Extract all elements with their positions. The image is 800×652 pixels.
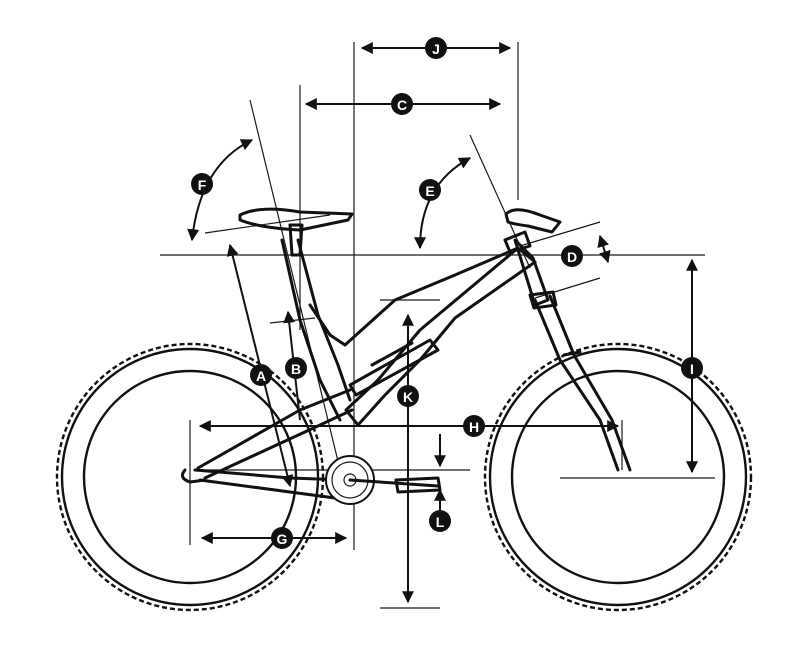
label-j: J bbox=[425, 37, 447, 59]
svg-text:B: B bbox=[291, 361, 301, 377]
drivetrain bbox=[325, 455, 442, 505]
svg-text:F: F bbox=[198, 177, 207, 193]
label-f: F bbox=[191, 173, 213, 195]
label-a: A bbox=[250, 364, 272, 386]
svg-text:G: G bbox=[277, 531, 288, 547]
rear-wheel bbox=[55, 342, 325, 612]
front-wheel bbox=[483, 342, 753, 612]
svg-text:A: A bbox=[256, 368, 266, 384]
svg-text:K: K bbox=[403, 389, 413, 405]
label-g: G bbox=[271, 527, 293, 549]
label-i: I bbox=[681, 357, 703, 379]
label-b: B bbox=[285, 357, 307, 379]
label-h: H bbox=[463, 415, 485, 437]
svg-text:I: I bbox=[690, 361, 694, 377]
svg-text:L: L bbox=[436, 514, 445, 530]
svg-text:E: E bbox=[425, 183, 434, 199]
label-k: K bbox=[397, 385, 419, 407]
svg-text:D: D bbox=[567, 249, 577, 265]
svg-text:C: C bbox=[397, 97, 407, 113]
label-d: D bbox=[561, 245, 583, 267]
svg-text:J: J bbox=[432, 41, 440, 57]
svg-text:H: H bbox=[469, 419, 479, 435]
label-c: C bbox=[391, 93, 413, 115]
label-l: L bbox=[429, 510, 451, 532]
label-e: E bbox=[419, 179, 441, 201]
